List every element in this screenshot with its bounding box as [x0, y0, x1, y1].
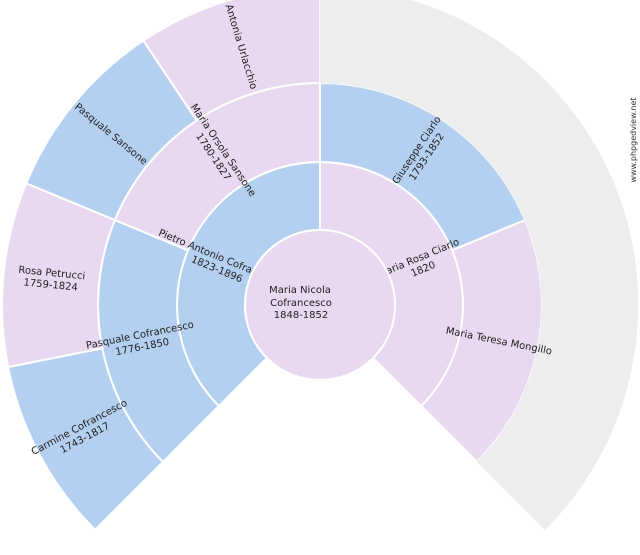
fan-segments	[1, 0, 639, 532]
person-dates-ffm: 1759-1824	[23, 277, 78, 293]
root-person-name-line2: Cofrancesco	[270, 298, 332, 309]
root-person-name-line1: Maria Nicola	[269, 285, 331, 296]
root-person-dates: 1848-1852	[274, 310, 329, 321]
person-segment-fmm[interactable]	[141, 0, 321, 122]
empty-ancestors-area	[320, 0, 639, 530]
watermark-text: www.phpgedview.net	[629, 97, 638, 182]
root-person-circle[interactable]	[244, 229, 396, 381]
